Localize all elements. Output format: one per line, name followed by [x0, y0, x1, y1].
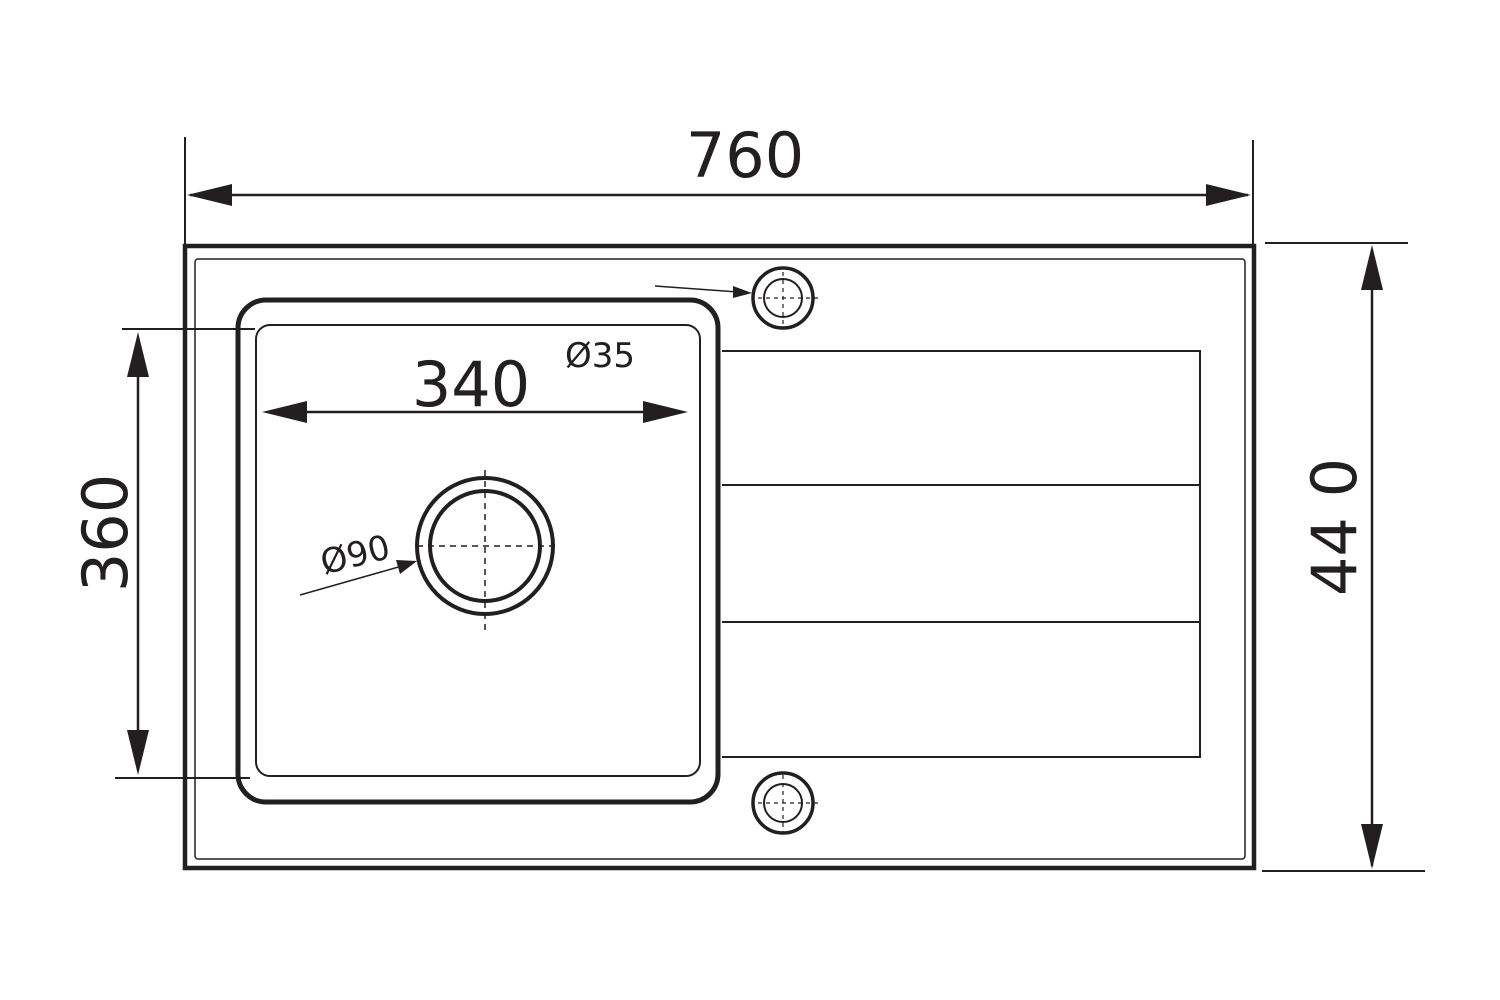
arrowhead-right: [1206, 184, 1251, 206]
drain-diameter-callout: Ø90: [299, 527, 417, 596]
arrowhead-right: [643, 401, 688, 423]
arrowhead-left: [187, 184, 232, 206]
sink-outer-outline: [182, 243, 1257, 871]
bowl-depth-dimension: 360: [69, 328, 255, 779]
arrowhead-bottom: [127, 730, 149, 775]
arrowhead-left: [262, 401, 307, 423]
drain: [415, 470, 555, 630]
sink-rim-inner-line: [194, 258, 1246, 860]
sink-body: [182, 243, 1257, 871]
tap-hole-top: [654, 266, 822, 330]
drainer-board: [722, 350, 1201, 758]
overall-width-dimension: 760: [184, 119, 1254, 245]
bowl-outer-edge: [235, 297, 721, 805]
bowl-width-label: 340: [412, 348, 530, 421]
drain-diameter-label: Ø90: [317, 527, 395, 583]
tap-hole-outer-ring: [751, 266, 815, 330]
arrowhead-top: [1361, 245, 1383, 290]
tap-hole-outer-ring: [751, 771, 815, 835]
tap-hole-diameter-label: Ø35: [565, 336, 635, 376]
arrowhead-bottom: [1361, 824, 1383, 869]
arrowhead-top: [127, 332, 149, 377]
overall-depth-dimension: 44 0: [1262, 242, 1425, 872]
tap-hole-bottom: [751, 771, 822, 835]
bowl: [235, 297, 721, 805]
overall-depth-label: 44 0: [1298, 458, 1371, 596]
drainer-outline: [722, 350, 1201, 758]
bowl-inner-edge: [255, 324, 701, 777]
leader-arrowhead: [733, 286, 752, 298]
bowl-width-dimension: 340: [262, 348, 688, 423]
overall-width-label: 760: [686, 119, 804, 192]
bowl-depth-label: 360: [69, 474, 142, 592]
leader-arrowhead: [396, 560, 417, 574]
